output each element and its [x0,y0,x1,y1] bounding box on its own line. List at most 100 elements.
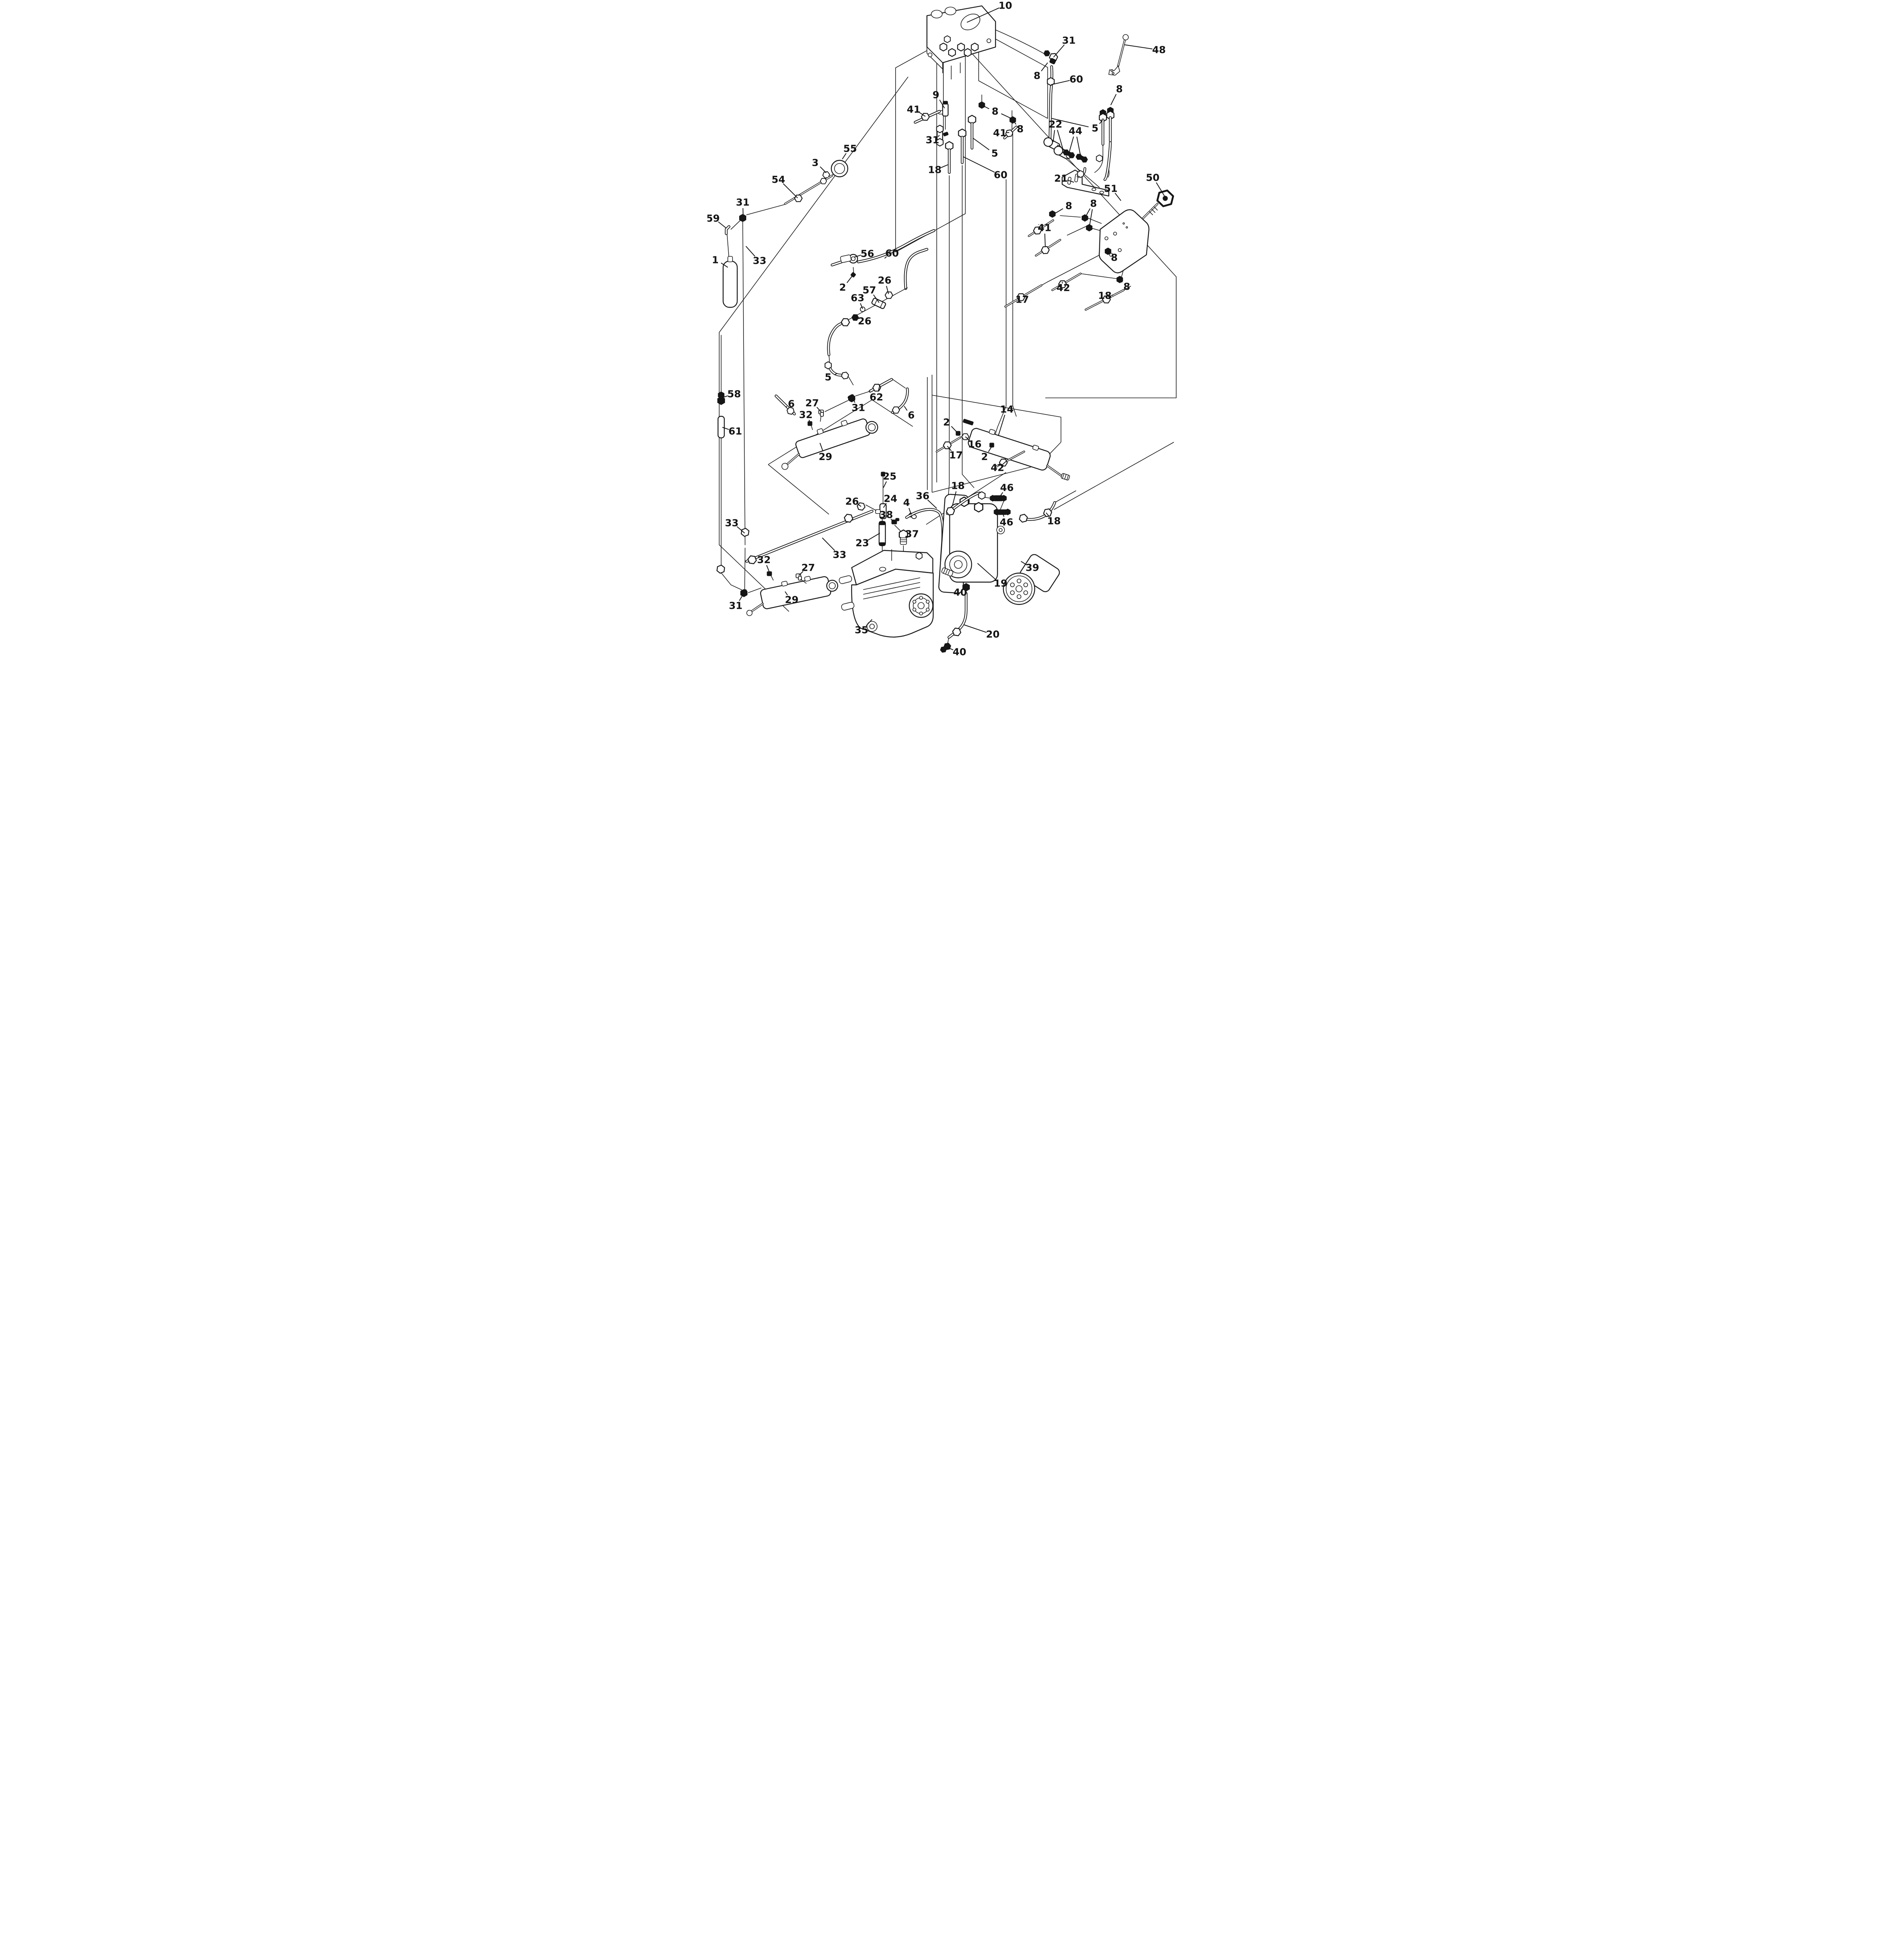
callout-leader-line [1107,251,1110,254]
part-number-label: 10 [998,0,1012,11]
part-number-label: 23 [855,537,869,549]
callout-leader-line [965,436,970,441]
elbow-27 [818,410,824,417]
part-number-label: 42 [1056,282,1070,294]
part-number-label: 25 [883,471,896,482]
callout-leader-line [878,385,880,392]
callout-leader-line [947,647,953,650]
callout-leader-line [977,563,996,580]
part-number-label: 31 [851,402,865,414]
steering-rod-54 [784,174,833,205]
part-number-label: 2 [943,417,950,428]
callout-leader-line [852,399,855,403]
cylinder-group-lower-left [774,361,893,470]
part-number-label: 19 [994,578,1007,589]
part-number-label: 18 [928,164,941,176]
control-handle-48 [1108,34,1129,76]
fitting-46b [994,508,1010,515]
callout-leader-line [1110,94,1117,105]
callout-leader-line [1041,62,1048,71]
callout-leader-line [951,426,959,434]
callout-leader-line [1124,44,1152,49]
callout-leader-line [890,518,894,523]
part-number-label: 61 [728,426,742,437]
part-number-label: 36 [916,490,929,502]
part-number-label: 32 [757,554,771,566]
callout-leader-line [808,419,811,424]
callout-leader-line [854,254,861,258]
part-number-label: 18 [951,480,965,492]
center-fitting-stack [914,101,1017,174]
part-number-label: 51 [1104,183,1117,194]
callout-leader-line [1052,130,1055,142]
part-number-label: 31 [736,197,749,208]
callout-leader-line [1053,44,1065,58]
callout-leader-line [937,135,940,137]
callout-leader-line [1084,208,1090,218]
part-number-label: 17 [1015,294,1029,305]
callout-leader-line [723,395,728,398]
part-number-label: 63 [851,292,864,304]
callout-leader-line [860,303,863,309]
callout-leader-line [1155,182,1165,196]
tube-23 [878,521,886,546]
callout-leader-line [1088,209,1093,228]
part-number-label: 40 [952,646,966,658]
callout-leader-line [997,414,1005,436]
callout-leader-line [846,275,853,283]
callout-leader-line [816,407,822,413]
fitting-26-upper [883,290,894,301]
callout-leader-line [1045,512,1050,517]
part-number-label: 31 [1062,35,1075,46]
callout-leader-line [927,499,937,509]
inline-valve-57 [871,298,886,309]
part-number-label: 46 [1000,482,1014,494]
part-number-label: 42 [990,462,1004,474]
part-number-label: 59 [707,213,720,224]
callout-leader-line [1057,130,1064,151]
callout-leader-line [1067,180,1074,183]
callout-leader-line [865,619,872,626]
part-number-label: 33 [753,255,766,267]
callout-leader-line [738,593,744,601]
bracket-coupler-group [1043,137,1112,197]
callout-leader-line [884,256,887,259]
fitting-46a [990,495,1006,502]
part-number-label: 60 [885,248,899,259]
frame-line [718,76,909,333]
part-number-label: 31 [925,134,939,146]
callout-leader-line [784,591,788,595]
part-number-label: 22 [1048,119,1062,130]
callout-leader-line [867,533,880,541]
part-number-label: 48 [1152,44,1166,56]
callout-leader-line [883,481,887,488]
nut-50 [1156,189,1174,208]
fitting-8 [978,101,985,109]
part-number-label: 8 [1111,252,1117,263]
part-number-label: 21 [1054,173,1068,184]
callout-leader-line [947,446,952,451]
callout-leader-line [908,508,912,515]
callout-leader-line [834,373,837,376]
tank-1 [722,260,738,308]
plug-37 [898,529,908,545]
hose-6-right [890,387,909,416]
part-number-label: 5 [991,148,998,159]
coupler-valve-group-middle [827,229,935,356]
fitting-63 [860,307,865,312]
elbow-2-right [989,443,994,448]
part-number-label: 41 [907,104,920,115]
callout-leader-line [1053,208,1063,214]
part-number-label: 8 [1116,83,1123,95]
callout-leader-line [1017,295,1020,298]
transmission-35 [838,549,934,638]
callout-leader-line [873,294,880,303]
part-number-label: 5 [1092,123,1098,134]
part-number-label: 60 [994,169,1007,181]
callout-leader-line [886,286,889,294]
pump-filter-group [938,491,1060,654]
callout-leader-line [819,443,823,452]
part-number-label: 9 [932,89,939,101]
callout-leader-line [1001,113,1012,119]
